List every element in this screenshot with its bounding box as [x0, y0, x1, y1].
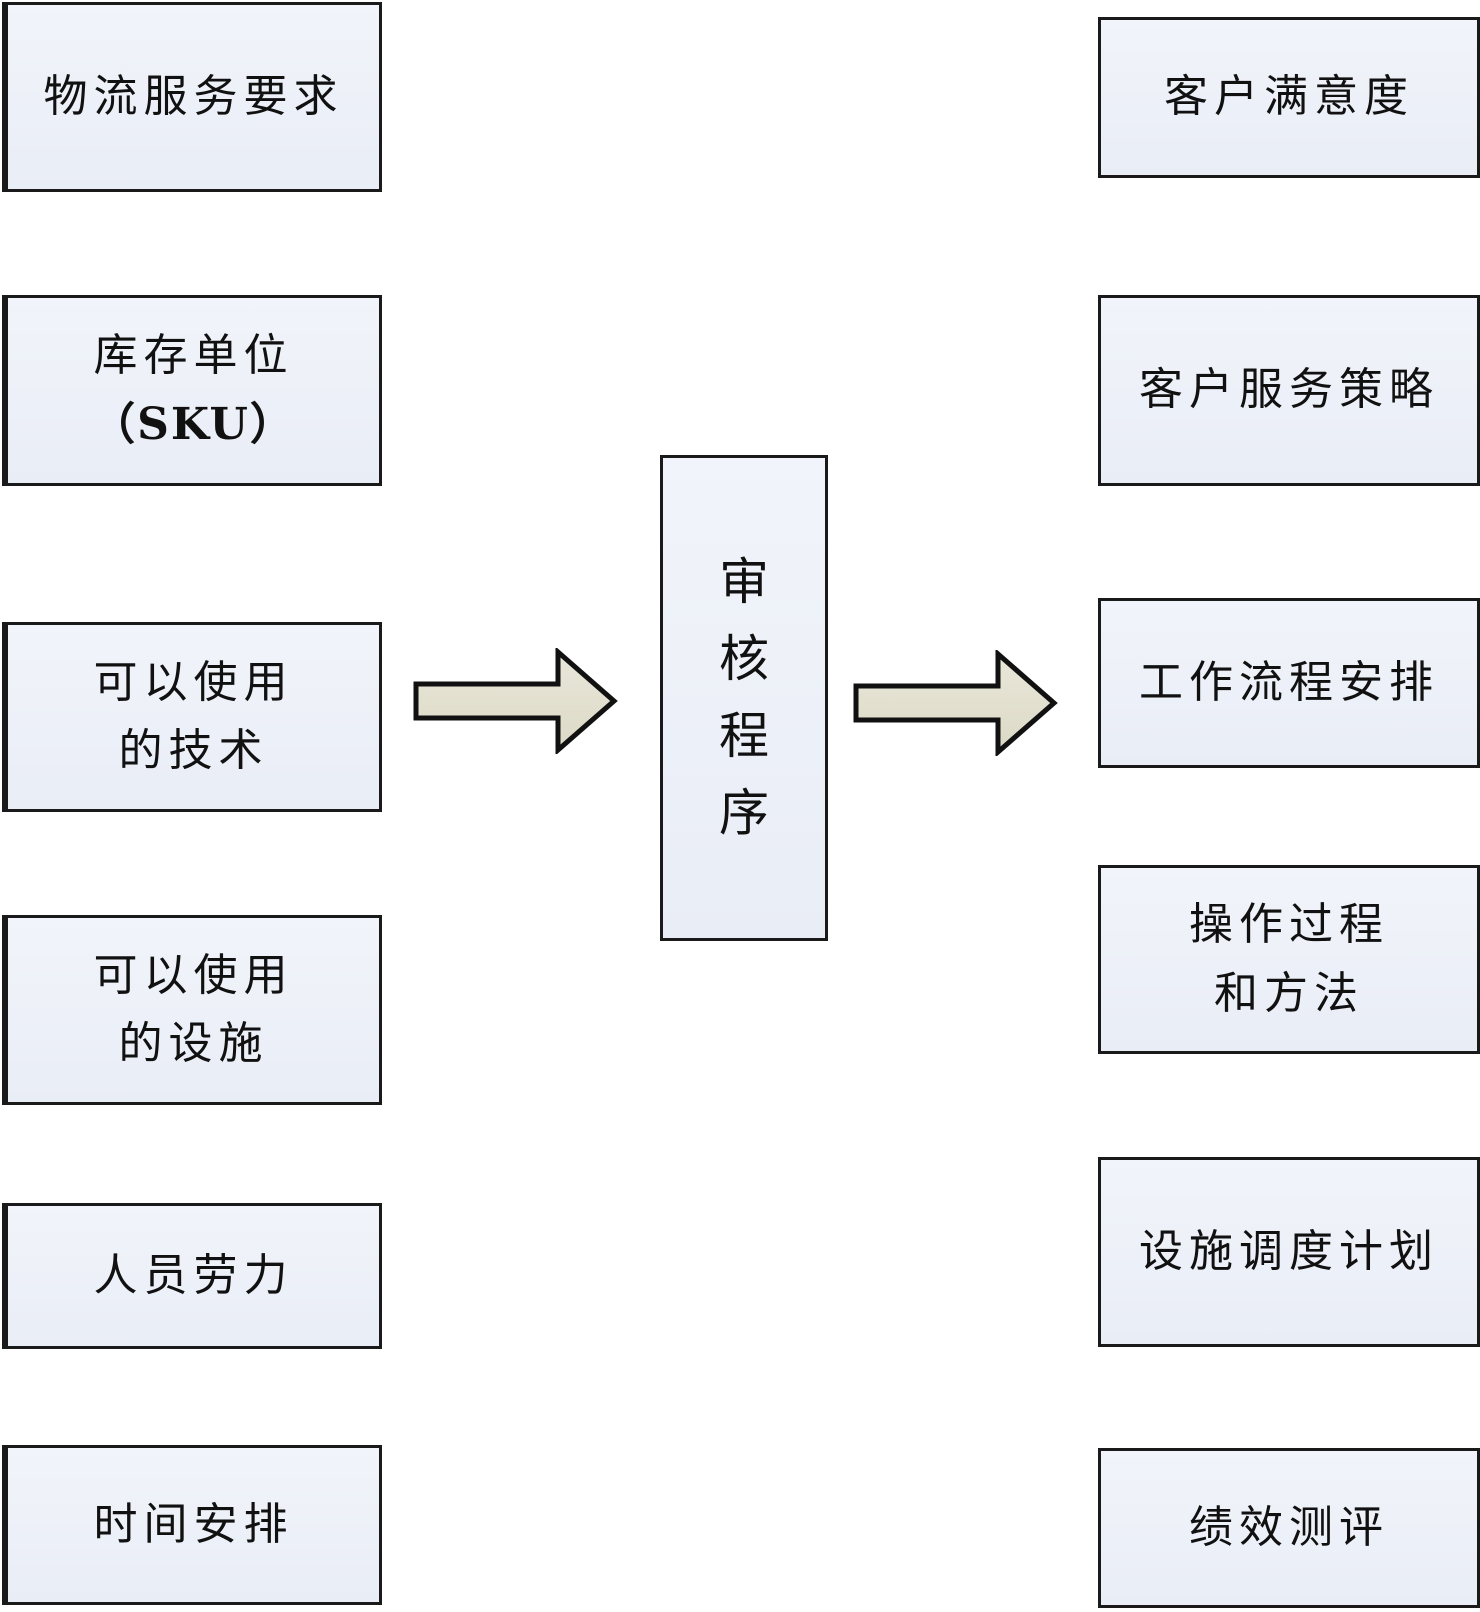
input-label: 可以使用	[93, 656, 294, 708]
output-label: 工作流程安排	[1139, 656, 1439, 708]
input-label: 可以使用	[93, 949, 294, 1001]
output-box-workflow-arrangement: 工作流程安排	[1098, 598, 1480, 768]
right-arrow-icon	[853, 650, 1058, 756]
input-label-sub: 的技术	[118, 725, 269, 776]
input-label: 时间安排	[93, 1498, 294, 1550]
input-box-time-schedule: 时间安排	[2, 1445, 382, 1605]
input-box-labor: 人员劳力	[2, 1203, 382, 1349]
output-box-performance-evaluation: 绩效测评	[1098, 1448, 1480, 1608]
output-label: 客户满意度	[1164, 71, 1414, 123]
process-char: 程	[719, 707, 769, 765]
output-box-facility-scheduling-plan: 设施调度计划	[1098, 1157, 1480, 1347]
input-box-logistics-service-requirements: 物流服务要求	[2, 2, 382, 192]
output-label: 操作过程	[1189, 899, 1389, 951]
input-label-sub: （SKU）	[91, 398, 296, 450]
output-label-sub: 和方法	[1214, 967, 1364, 1019]
output-box-customer-service-strategy: 客户服务策略	[1098, 295, 1480, 486]
input-label: 库存单位	[93, 330, 294, 382]
process-box-review-procedure: 审 核 程 序	[660, 455, 828, 941]
input-label: 人员劳力	[93, 1249, 294, 1301]
output-label: 设施调度计划	[1139, 1225, 1439, 1277]
input-box-available-technology: 可以使用 的技术	[2, 622, 382, 812]
process-char: 序	[719, 784, 769, 842]
output-label: 绩效测评	[1189, 1501, 1389, 1553]
process-char: 审	[719, 553, 769, 611]
output-label: 客户服务策略	[1139, 364, 1439, 416]
input-label: 物流服务要求	[43, 70, 344, 122]
right-arrow-icon	[413, 648, 618, 754]
input-label-sub: 的设施	[118, 1018, 269, 1069]
output-box-operation-process-methods: 操作过程 和方法	[1098, 865, 1480, 1054]
process-char: 核	[719, 630, 769, 688]
input-box-sku: 库存单位 （SKU）	[2, 295, 382, 486]
output-box-customer-satisfaction: 客户满意度	[1098, 17, 1480, 178]
input-box-available-facilities: 可以使用 的设施	[2, 915, 382, 1105]
